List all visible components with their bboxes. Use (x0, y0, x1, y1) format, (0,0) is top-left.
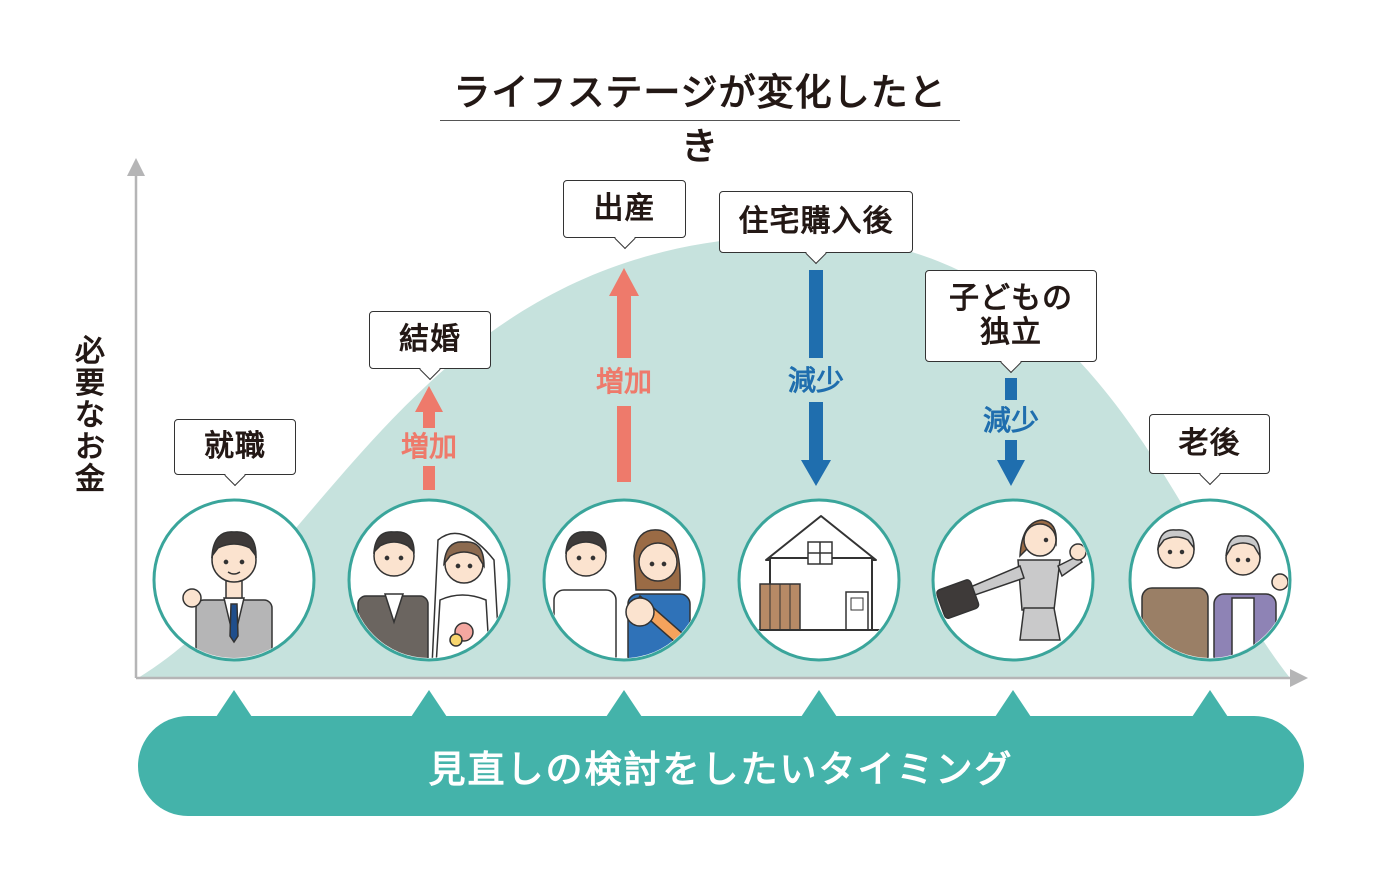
review-timing-banner: 見直しの検討をしたいタイミング (138, 716, 1304, 816)
banner-pointers (214, 690, 1230, 720)
banner-pointer (1190, 690, 1230, 720)
stage-label-employment: 就職 (174, 419, 296, 475)
increase-arrow-1 (415, 386, 443, 490)
stage-circle-child-independence (931, 498, 1095, 662)
increase-label-2: 増加 (595, 365, 652, 398)
banner-pointer (409, 690, 449, 720)
house-illustration (752, 515, 886, 631)
banner-pointer (799, 690, 839, 720)
x-axis-arrowhead (1290, 669, 1308, 687)
money-curve-area (138, 236, 1290, 678)
stage-label-text: 老後 (1178, 426, 1241, 461)
stage-label-text: 就職 (204, 429, 266, 464)
y-axis-label-char: お (75, 430, 105, 465)
banner-pointer (214, 690, 254, 720)
stage-label-marriage: 結婚 (369, 311, 491, 369)
banner-pointer (604, 690, 644, 720)
decrease-arrow-1 (801, 270, 831, 486)
y-axis-label-char: 必 (75, 334, 105, 369)
stage-circle-house (737, 498, 901, 662)
y-axis-label-char: 金 (75, 462, 105, 497)
increase-arrow-2 (609, 268, 639, 482)
stage-label-home-purchase: 住宅購入後 (719, 191, 913, 253)
y-axis-label-char: な (75, 398, 105, 433)
increase-label-1: 増加 (400, 430, 457, 463)
banner-pointer (993, 690, 1033, 720)
stage-label-text: 住宅購入後 (738, 204, 894, 239)
stage-label-child-independence: 子どもの 独立 (925, 270, 1097, 362)
page-title: ライフステージが変化したとき (453, 71, 947, 168)
y-axis-label: 必要なお金 (70, 336, 110, 496)
stage-circle-new-employee (152, 498, 316, 662)
y-axis-arrowhead (127, 158, 145, 176)
y-axis-label-text: 必要なお金 (70, 336, 110, 496)
stage-label-text: 結婚 (399, 322, 461, 357)
running-woman-illustration (935, 519, 1087, 641)
decrease-label-1: 減少 (787, 364, 844, 397)
title-underline (440, 120, 960, 121)
decrease-label-2: 減少 (982, 404, 1039, 437)
decrease-arrow-2 (997, 378, 1025, 486)
stage-label-retirement: 老後 (1149, 414, 1270, 474)
stage-label-text: 出産 (593, 191, 656, 226)
y-axis-label-char: 要 (75, 366, 105, 401)
stage-label-text: 子どもの 独立 (949, 281, 1073, 350)
new-employee-illustration (182, 531, 273, 658)
stage-label-birth: 出産 (563, 180, 686, 238)
